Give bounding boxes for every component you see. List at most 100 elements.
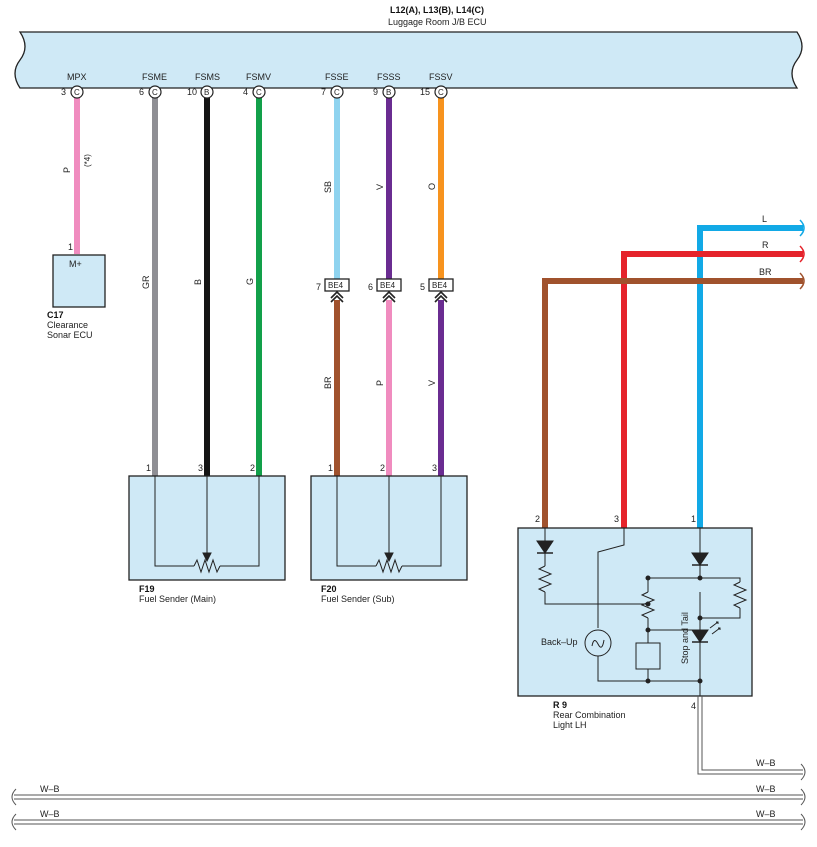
f20-variable-resistor <box>336 476 442 574</box>
ecu-pin-fsss: 9 B <box>373 85 396 99</box>
wire-label-fssv-upper: O <box>427 183 437 190</box>
r9-ground-label: W–B <box>756 758 776 768</box>
stop-tail-label: Stop and Tail <box>680 612 690 664</box>
svg-text:10: 10 <box>187 87 197 97</box>
svg-text:1: 1 <box>146 463 151 473</box>
wire-br-brown <box>542 278 803 528</box>
wire-label-fsse-lower: BR <box>323 376 333 389</box>
wire-label-fsme: GR <box>141 275 151 289</box>
be4-connectors: 7 BE4 6 BE4 5 BE4 <box>316 278 454 303</box>
f19-name: Fuel Sender (Main) <box>139 594 216 604</box>
wire-label-mpx-note: (*4) <box>83 154 92 167</box>
wire-label-fsms: B <box>193 279 203 285</box>
svg-text:C: C <box>256 88 262 97</box>
ecu-pin-fsse: 7 C <box>321 85 344 99</box>
ecu-bar <box>14 31 803 89</box>
svg-text:3: 3 <box>198 463 203 473</box>
svg-text:C: C <box>438 88 444 97</box>
ecu-pin-fsme: 6 C <box>139 85 162 99</box>
r9-internal-circuit <box>536 528 748 696</box>
wire-label-fsss-upper: V <box>375 184 385 190</box>
ecu-pin-mpx: 3 C <box>61 85 84 99</box>
f20-fuel-sender-sub: 1 2 3 F20 Fuel Sender (Sub) <box>310 463 468 604</box>
wire-breaks-right <box>799 219 805 290</box>
wires <box>74 98 803 528</box>
stop-tail-led-icon <box>691 629 709 643</box>
be4-pin-6: 6 BE4 <box>368 278 402 303</box>
c17-code: C17 <box>47 310 64 320</box>
bus1-left-label: W–B <box>40 784 60 794</box>
r9-code: R 9 <box>553 700 567 710</box>
svg-text:1: 1 <box>691 514 696 524</box>
svg-text:4: 4 <box>243 87 248 97</box>
ecu-connectors-title: L12(A), L13(B), L14(C) <box>390 5 484 15</box>
wire-label-r: R <box>762 240 769 250</box>
svg-text:2: 2 <box>535 514 540 524</box>
stop-tail-diode-icon <box>691 552 709 566</box>
backup-diode-icon <box>536 540 554 554</box>
wire-label-mpx: P <box>62 167 72 173</box>
wire-label-fsss-lower: P <box>375 380 385 386</box>
r9-ground-pin: 4 <box>691 701 696 711</box>
svg-text:7: 7 <box>316 282 321 292</box>
svg-text:C: C <box>74 88 80 97</box>
f19-variable-resistor <box>154 476 260 574</box>
be4-pin-7: 7 BE4 <box>316 278 350 303</box>
svg-text:7: 7 <box>321 87 326 97</box>
r9-box <box>517 527 753 697</box>
svg-text:6: 6 <box>139 87 144 97</box>
terminal-name-fssv: FSSV <box>429 72 453 82</box>
c17-terminal: M+ <box>69 259 82 269</box>
wire-label-fsse-upper: SB <box>323 181 333 193</box>
wire-label-fsmv: G <box>245 278 255 285</box>
ecu-name: Luggage Room J/B ECU <box>388 17 487 27</box>
wire-label-l: L <box>762 214 767 224</box>
svg-text:B: B <box>386 88 391 97</box>
svg-text:BE4: BE4 <box>432 281 448 290</box>
svg-text:3: 3 <box>614 514 619 524</box>
ground-bus: W–B W–B W–B W–B <box>11 784 806 831</box>
ecu-pin-fssv: 15 C <box>420 85 448 99</box>
terminal-name-fsse: FSSE <box>325 72 349 82</box>
vertical-wire-labels: P (*4) GR B G SB V O BR P V <box>62 154 437 389</box>
f19-fuel-sender-main: 1 3 2 F19 Fuel Sender (Main) <box>128 463 286 604</box>
svg-text:9: 9 <box>373 87 378 97</box>
f20-name: Fuel Sender (Sub) <box>321 594 395 604</box>
ecu-pin-fsms: 10 B <box>187 85 214 99</box>
wire-label-br: BR <box>759 267 772 277</box>
terminal-name-fsme: FSME <box>142 72 167 82</box>
ecu-terminal-names: MPX FSME FSMS FSMV FSSE FSSS FSSV <box>67 72 453 82</box>
f19-code: F19 <box>139 584 155 594</box>
bus2-left-label: W–B <box>40 809 60 819</box>
svg-text:6: 6 <box>368 282 373 292</box>
terminal-name-fsss: FSSS <box>377 72 401 82</box>
svg-text:3: 3 <box>61 87 66 97</box>
svg-text:BE4: BE4 <box>328 281 344 290</box>
terminal-name-mpx: MPX <box>67 72 87 82</box>
r9-rear-combination-light-lh: 2 3 1 <box>517 514 753 730</box>
c17-clearance-sonar-ecu: 1 M+ C17 Clearance Sonar ECU <box>47 242 106 340</box>
svg-text:2: 2 <box>380 463 385 473</box>
c17-name-1: Clearance <box>47 320 88 330</box>
r9-name-2: Light LH <box>553 720 587 730</box>
wire-r-red <box>621 251 803 528</box>
svg-text:B: B <box>204 88 209 97</box>
svg-text:1: 1 <box>328 463 333 473</box>
terminal-name-fsms: FSMS <box>195 72 220 82</box>
wire-label-fssv-lower: V <box>427 380 437 386</box>
wire-l-blue <box>697 225 803 528</box>
svg-text:2: 2 <box>250 463 255 473</box>
right-wire-labels: L R BR <box>759 214 772 277</box>
terminal-name-fsmv: FSMV <box>246 72 271 82</box>
svg-text:BE4: BE4 <box>380 281 396 290</box>
f20-code: F20 <box>321 584 337 594</box>
svg-text:3: 3 <box>432 463 437 473</box>
luggage-room-jb-ecu: L12(A), L13(B), L14(C) Luggage Room J/B … <box>14 5 803 89</box>
ecu-pins: 3 C 6 C 10 B 4 C 7 C 9 B 1 <box>61 85 448 99</box>
c17-name-2: Sonar ECU <box>47 330 93 340</box>
be4-pin-5: 5 BE4 <box>420 278 454 303</box>
r9-name-1: Rear Combination <box>553 710 626 720</box>
backup-label: Back–Up <box>541 637 578 647</box>
bus2-right-label: W–B <box>756 809 776 819</box>
